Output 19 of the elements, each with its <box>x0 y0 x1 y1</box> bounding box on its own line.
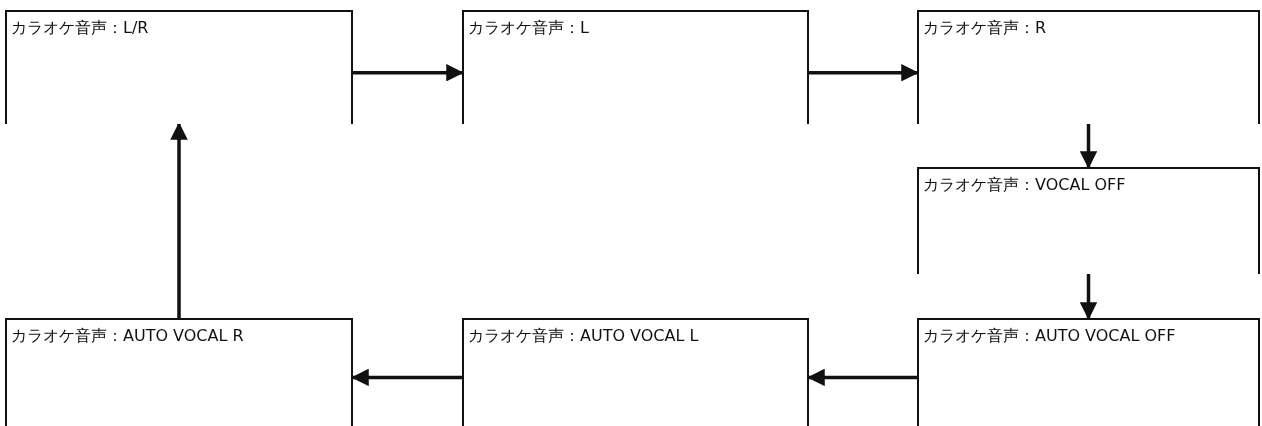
mode-label: カラオケ音声：L <box>468 18 589 39</box>
screen-box <box>5 10 353 124</box>
screen-box <box>917 167 1260 274</box>
mode-label: カラオケ音声：L/R <box>11 18 149 39</box>
arrow <box>353 63 464 82</box>
screen-box <box>5 318 353 426</box>
mode-label: カラオケ音声：AUTO VOCAL R <box>11 326 244 347</box>
arrow <box>1079 124 1098 169</box>
screen-box <box>917 10 1260 124</box>
screen-box <box>462 318 809 426</box>
mode-label: カラオケ音声：R <box>923 18 1047 39</box>
mode-label: カラオケ音声：VOCAL OFF <box>923 175 1126 196</box>
screen-box <box>917 318 1260 426</box>
mode-label: カラオケ音声：AUTO VOCAL OFF <box>923 326 1176 347</box>
arrow <box>1079 274 1098 320</box>
screen-box <box>462 10 809 124</box>
arrow <box>170 122 188 318</box>
arrow <box>809 63 919 82</box>
mode-label: カラオケ音声：AUTO VOCAL L <box>468 326 699 347</box>
